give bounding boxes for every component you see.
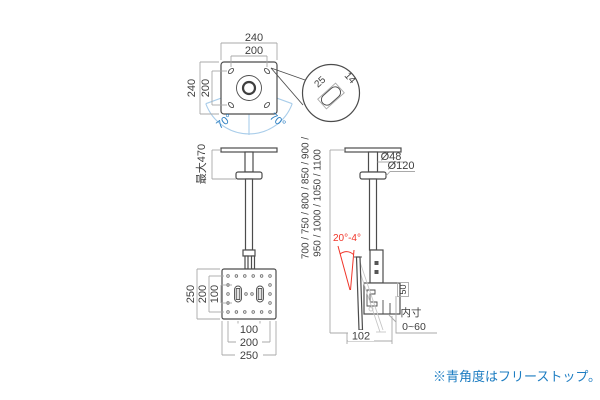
bottom-hook [382, 300, 396, 315]
pole-upper-front [244, 151, 254, 173]
plate-bottom-mid: 200 [240, 337, 258, 349]
free-stop-note: ※青角度はフリーストップ。 [433, 369, 600, 384]
plate-bottom-inner: 100 [240, 324, 258, 336]
hook-dim-label: 50 [398, 284, 408, 294]
pole-lengths-line1: 700 / 750 / 800 / 850 / 900 / [301, 137, 312, 260]
pole-lengths-line2: 950 / 1000 / 1050 / 1100 [313, 149, 324, 257]
plate-left-mid: 200 [197, 285, 209, 303]
pole-joint-side [369, 249, 384, 284]
top-view: 240 200 240 200 70° 70° [186, 32, 293, 135]
leg-right [250, 255, 256, 270]
joint-bolt-upper [374, 261, 379, 265]
dim-top-outer: 240 [245, 32, 263, 44]
collar-diameter-label: Ø120 [388, 160, 415, 172]
slot-detail [317, 82, 345, 110]
swivel-angle-left-label: 70° [214, 112, 235, 132]
front-dims-left: 250 200 100 [185, 268, 232, 320]
max-drop-dim: 最大470 [194, 144, 236, 184]
top-view-dims-left: 240 200 [186, 61, 227, 115]
collar-side [359, 171, 387, 180]
detail-circle [301, 63, 361, 123]
plate-left-outer: 250 [185, 285, 197, 303]
depth-dim: 102 [346, 316, 393, 344]
inner-dim: 50 内寸 0~60 [388, 282, 437, 334]
pole-lower-side [368, 178, 378, 251]
ceiling-plate-front [220, 147, 278, 153]
detail-balloon: 25 14 [270, 63, 361, 123]
bracket-depth-label: 102 [352, 331, 370, 343]
swivel-joint-outer [236, 75, 262, 101]
leg-left [244, 255, 249, 270]
side-view: Ø48 Ø120 20°-4° [301, 137, 437, 344]
ceiling-plate-slots [227, 67, 271, 109]
mount-plate-front [221, 268, 277, 320]
tilt-indicator: 20°-4° [333, 233, 361, 291]
ghost-tilt-line-1 [359, 261, 384, 331]
inner-dim-label: 内寸 [401, 306, 422, 319]
inner-dim-range: 0~60 [402, 321, 426, 333]
front-dims-bottom: 100 200 250 [221, 321, 277, 362]
diameter-labels: Ø48 Ø120 [377, 151, 415, 177]
latch-screw [368, 306, 374, 312]
pole-lower-front [244, 178, 254, 251]
tilt-angle-label: 20°-4° [333, 233, 361, 244]
plate-bottom-outer: 250 [240, 350, 258, 362]
mount-plate-slots [234, 285, 264, 303]
dim-left-inner: 200 [200, 79, 212, 97]
joint-bolt-lower [374, 270, 379, 274]
dim-top-inner: 200 [245, 45, 263, 57]
max-drop-label: 最大470 [194, 144, 208, 184]
pole-clamp-front [242, 249, 256, 257]
plate-left-inner: 100 [209, 285, 221, 303]
dim-left-outer: 240 [186, 79, 198, 97]
top-view-dims-top: 240 200 [220, 32, 278, 67]
swivel-joint-inner [241, 80, 257, 96]
pipe-diameter-label: Ø48 [381, 151, 402, 163]
pole-upper-side [367, 151, 379, 173]
front-view: 最大470 [185, 144, 278, 362]
collar-front [235, 171, 263, 180]
ceiling-plate-top [220, 61, 278, 115]
